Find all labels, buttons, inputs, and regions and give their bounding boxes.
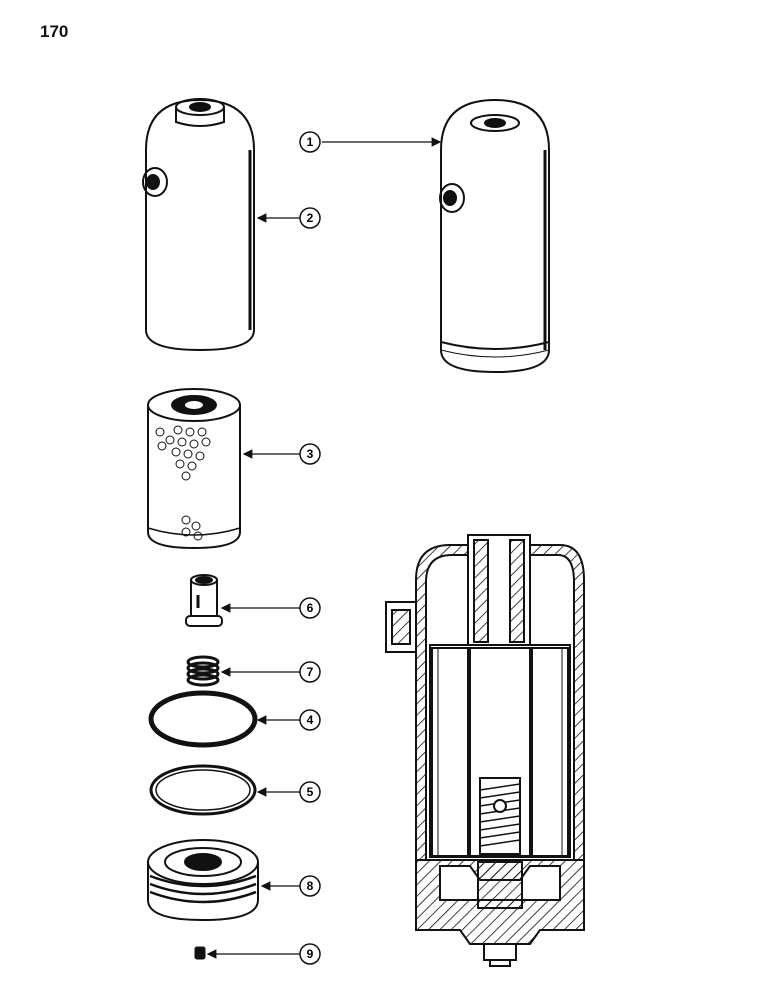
callout-1-label: 1 [307,135,314,149]
callout-2: 2 [256,207,321,229]
page-number: 170 [40,22,69,41]
filter-assembly-part-1 [439,98,550,374]
relief-valve-part-6 [185,574,223,627]
spring-part-7 [186,655,220,687]
callout-2-label: 2 [307,211,314,225]
gasket-part-5 [149,764,257,816]
callout-8-label: 8 [307,879,314,893]
filter-element-part-3 [147,388,241,550]
callout-1: 1 [299,131,442,153]
callout-5-label: 5 [307,785,314,799]
callout-8: 8 [260,875,321,897]
callout-4-label: 4 [307,713,314,727]
callout-7-label: 7 [307,665,314,679]
callout-6-label: 6 [307,601,314,615]
callout-3: 3 [242,443,321,465]
callout-3-label: 3 [307,447,314,461]
cross-section-view [385,534,585,967]
filter-shell-part-2 [142,98,255,352]
callout-5: 5 [256,781,321,803]
plug-part-9 [194,946,206,960]
o-ring-part-4 [148,690,258,748]
callout-4: 4 [256,709,321,731]
callout-6: 6 [220,597,321,619]
filter-base-part-8 [147,839,259,922]
callout-9: 9 [206,943,321,965]
callout-7: 7 [220,661,321,683]
callout-9-label: 9 [307,947,314,961]
